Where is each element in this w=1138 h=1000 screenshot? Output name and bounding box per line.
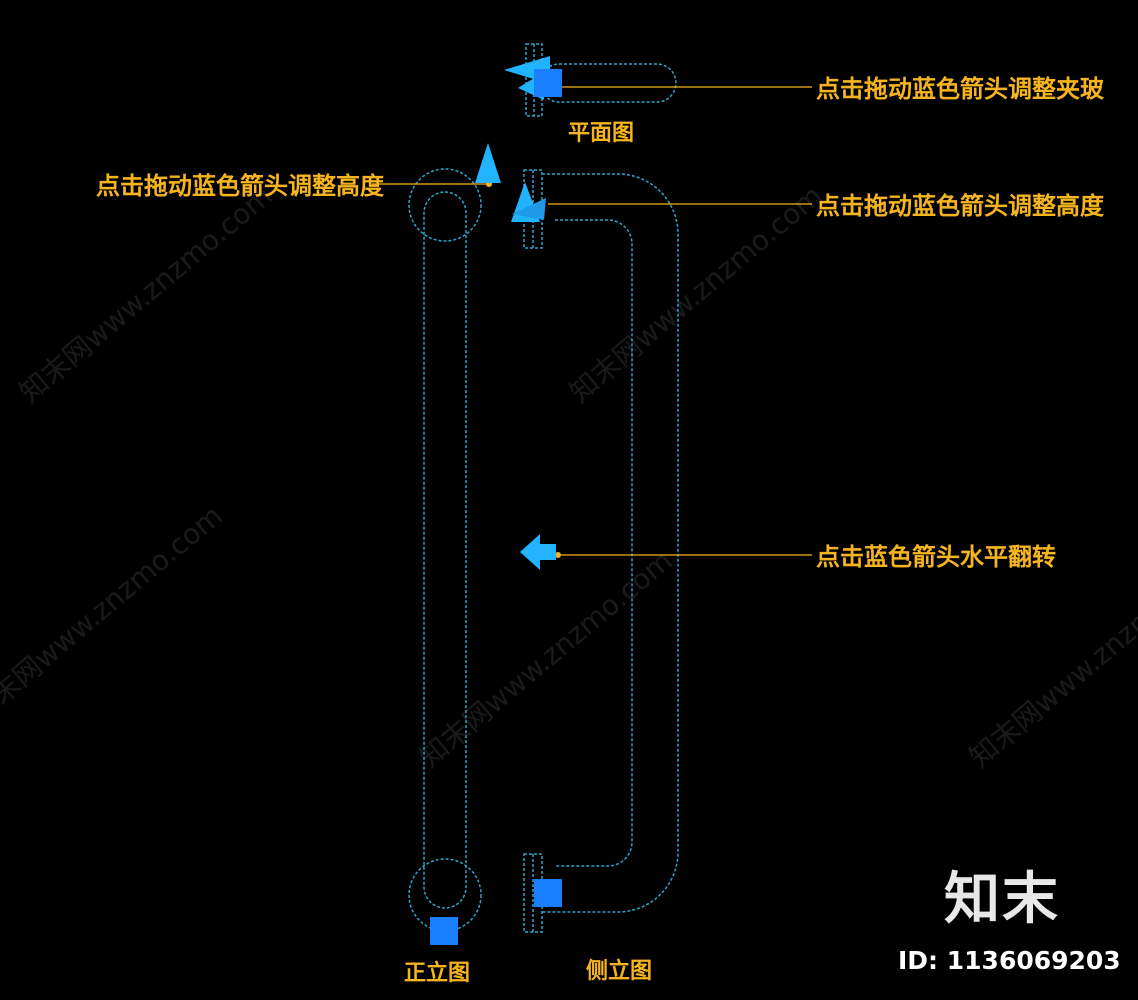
plan-clamp-callout: 点击拖动蓝色箭头调整夹玻	[816, 75, 1104, 103]
side-handle-outline-outer	[542, 173, 679, 913]
side-handle-outline-inner	[555, 219, 633, 867]
front-top-mount	[408, 168, 482, 242]
front-handle-bar	[423, 191, 467, 909]
side-square-grip-icon[interactable]	[534, 879, 562, 907]
plan-handle-outline	[539, 63, 677, 103]
flip-arrow-icon[interactable]	[520, 534, 556, 570]
front-view-label: 正立图	[404, 961, 471, 986]
front-height-callout: 点击拖动蓝色箭头调整高度	[96, 172, 384, 200]
side-view-label: 侧立图	[586, 959, 653, 984]
plan-view-label: 平面图	[568, 121, 635, 146]
plan-square-grip-icon[interactable]	[534, 69, 562, 97]
side-height-callout: 点击拖动蓝色箭头调整高度	[816, 192, 1104, 220]
side-height-arrow-icon[interactable]	[511, 182, 546, 222]
front-square-grip-icon[interactable]	[430, 917, 458, 945]
image-id: ID: 1136069203	[898, 946, 1121, 975]
flip-callout: 点击蓝色箭头水平翻转	[816, 543, 1056, 571]
brand-logo: 知末	[944, 867, 1060, 932]
leader-dot	[555, 552, 561, 558]
front-height-arrow-icon[interactable]	[475, 143, 501, 183]
